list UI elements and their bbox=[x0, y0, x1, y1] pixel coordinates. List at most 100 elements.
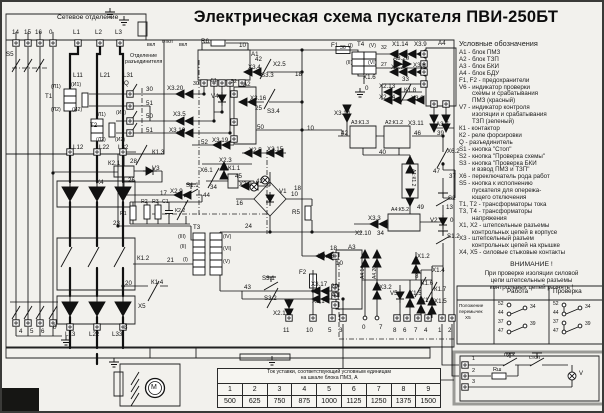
sq-icon bbox=[461, 383, 469, 391]
sq-icon bbox=[461, 361, 469, 369]
tbar-icon bbox=[183, 183, 199, 198]
arrU-icon bbox=[411, 254, 421, 274]
current-unit-cell: 7 bbox=[365, 383, 392, 396]
circ-icon bbox=[506, 311, 512, 317]
bigD-icon bbox=[61, 296, 79, 317]
sw-icon bbox=[266, 287, 279, 309]
res-icon bbox=[210, 39, 226, 47]
arrL-icon bbox=[388, 67, 408, 77]
coil-icon bbox=[192, 252, 206, 276]
arrL-icon bbox=[382, 87, 402, 97]
sq-icon bbox=[461, 372, 469, 380]
sq-icon bbox=[24, 319, 32, 327]
arrL-icon bbox=[237, 97, 257, 107]
arrL-icon bbox=[174, 116, 194, 126]
current-unit-cell: 1 bbox=[217, 383, 243, 396]
legend-item: S1 - кнопка "Стоп" bbox=[459, 145, 512, 153]
arrD-icon bbox=[441, 114, 451, 134]
arrU-icon bbox=[360, 248, 370, 268]
current-unit-cell: 5 bbox=[316, 383, 342, 396]
res-icon bbox=[154, 204, 162, 220]
res-icon bbox=[81, 92, 89, 108]
sq-icon bbox=[424, 314, 432, 322]
gnd-icon bbox=[105, 8, 115, 18]
sq-icon bbox=[116, 39, 124, 47]
arrL-icon bbox=[172, 190, 192, 200]
sw-icon bbox=[113, 246, 126, 268]
sq-icon bbox=[66, 323, 74, 331]
dot-icon bbox=[268, 230, 272, 234]
legend-item: S3 - кнопка "Проверка БКИ bbox=[459, 159, 537, 167]
current-amps-cell: 625 bbox=[241, 395, 268, 408]
dot-icon bbox=[441, 162, 445, 166]
fuse-icon bbox=[309, 273, 317, 289]
lamp-icon bbox=[249, 182, 259, 192]
coil-icon bbox=[351, 51, 365, 75]
sw-icon bbox=[147, 280, 160, 302]
legend-item: Х6 - переключатель рода работ bbox=[459, 173, 550, 181]
diode-icon bbox=[395, 289, 405, 303]
sq-icon bbox=[12, 319, 20, 327]
current-amps-cell: 875 bbox=[291, 395, 318, 408]
dot-icon bbox=[228, 131, 232, 135]
sw-icon bbox=[176, 199, 189, 221]
enclosure-boxes bbox=[5, 13, 602, 407]
legend-item: А1 - блок ПМЗ bbox=[459, 49, 501, 56]
current-unit-cell: 3 bbox=[266, 383, 293, 396]
sq-icon bbox=[230, 90, 238, 98]
circ-icon bbox=[561, 329, 567, 335]
legend-warning-title: ВНИМАНИЕ ! bbox=[510, 261, 553, 269]
legend-item: А4 - блок БДУ bbox=[459, 69, 500, 77]
arrL-icon bbox=[382, 95, 402, 105]
sw2-icon bbox=[35, 58, 45, 73]
sq-icon bbox=[210, 79, 218, 87]
sq-icon bbox=[420, 80, 428, 88]
diode-icon bbox=[438, 215, 448, 229]
sq-icon bbox=[238, 79, 246, 87]
legend-item: Х1, Х2 - штепсельные разъемы bbox=[459, 221, 550, 229]
arrL-icon bbox=[368, 219, 388, 229]
sq-icon bbox=[36, 39, 44, 47]
sq-icon bbox=[119, 323, 127, 331]
sw2-icon bbox=[48, 305, 58, 320]
sw2-icon bbox=[11, 58, 21, 73]
arrL-icon bbox=[264, 148, 284, 158]
current-amps-cell: 1500 bbox=[415, 395, 442, 408]
dot-icon bbox=[311, 289, 315, 293]
gnd-icon bbox=[267, 356, 277, 366]
current-unit-cell: 9 bbox=[415, 383, 442, 396]
arrL-icon bbox=[388, 49, 408, 59]
sw2-icon bbox=[23, 305, 33, 320]
arrL-icon bbox=[211, 140, 231, 150]
legend-item: изоляции и срабатывания bbox=[472, 111, 547, 119]
dot-icon bbox=[220, 110, 224, 114]
tbar-icon bbox=[502, 352, 518, 367]
dot-icon bbox=[116, 224, 120, 228]
sq-icon bbox=[200, 79, 208, 87]
legend-item: V7 - индикатор контроля bbox=[459, 104, 530, 112]
arrU-icon bbox=[405, 288, 415, 308]
sq-icon bbox=[328, 314, 336, 322]
arrD-icon bbox=[342, 104, 352, 124]
dot-icon bbox=[202, 92, 206, 96]
lamp-icon bbox=[567, 371, 577, 381]
arrD-icon bbox=[429, 114, 439, 134]
sq-icon bbox=[93, 148, 101, 156]
diode-icon bbox=[143, 166, 157, 176]
arrU-icon bbox=[405, 154, 415, 174]
current-unit-cell: 6 bbox=[340, 383, 367, 396]
legend-item: и взвод ПМЗ и ТЗП" bbox=[472, 166, 530, 174]
sq-icon bbox=[331, 284, 339, 292]
legend-item: F1, F2 - предохранители bbox=[459, 76, 530, 84]
sw2-icon bbox=[130, 392, 140, 407]
current-amps-cell: 1375 bbox=[390, 395, 417, 408]
arrL-icon bbox=[242, 67, 262, 77]
remote-box-frame bbox=[452, 350, 602, 406]
coil-icon bbox=[90, 118, 104, 142]
legend-item: К2 - реле форсировки bbox=[459, 131, 522, 139]
sw2-icon bbox=[11, 305, 21, 320]
bigD-icon bbox=[114, 296, 132, 317]
